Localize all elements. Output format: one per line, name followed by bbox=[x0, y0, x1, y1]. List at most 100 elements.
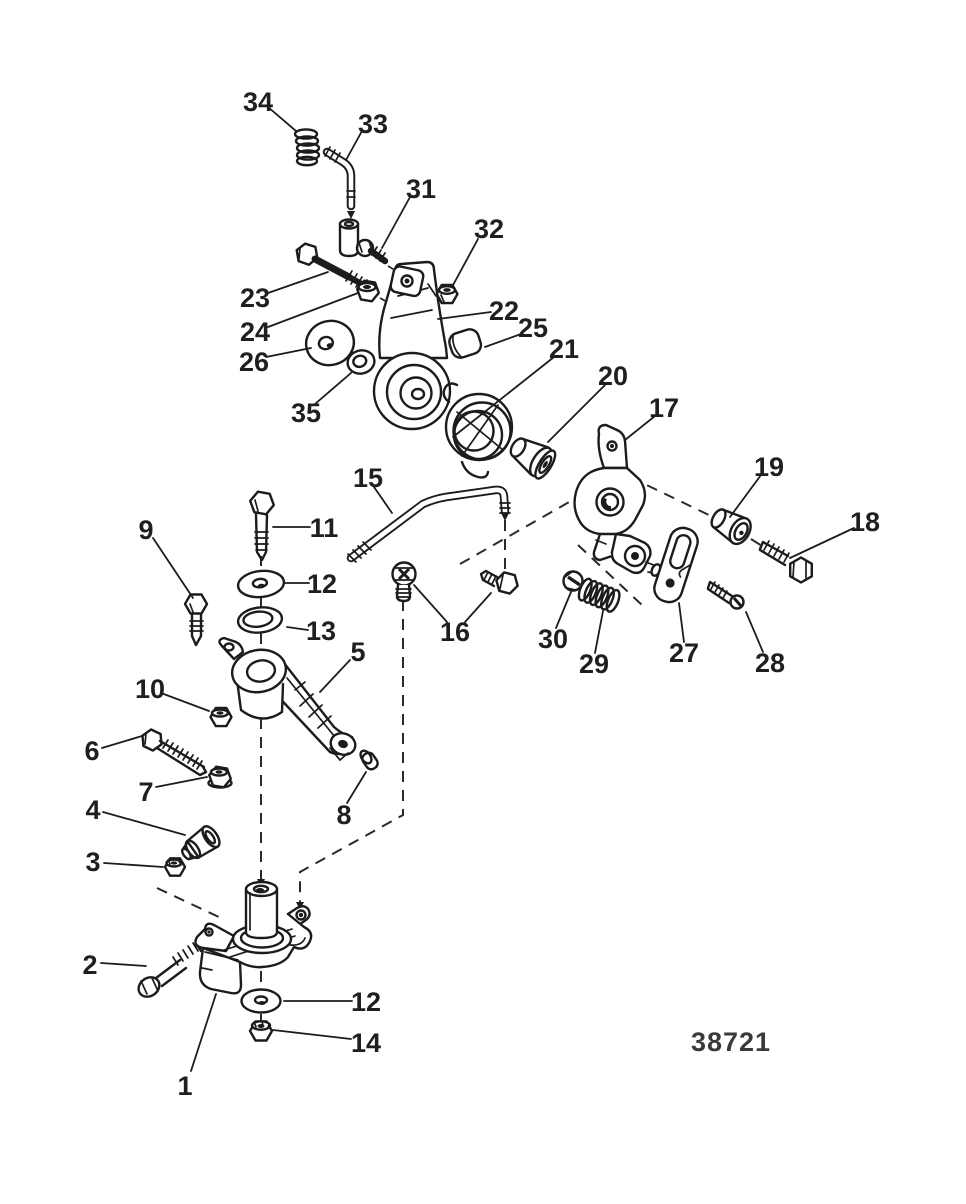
leader-line-24 bbox=[267, 292, 359, 328]
callout-15: 15 bbox=[353, 463, 383, 493]
leader-line-19 bbox=[729, 474, 762, 518]
part-17-cam-bracket bbox=[573, 423, 662, 577]
leader-line-27 bbox=[678, 602, 685, 643]
callout-5: 5 bbox=[350, 637, 365, 667]
leader-line-9 bbox=[152, 537, 194, 599]
part-12-washer-lower bbox=[240, 988, 282, 1014]
leader-line-31 bbox=[381, 196, 411, 249]
callout-13: 13 bbox=[306, 616, 336, 646]
callout-23: 23 bbox=[240, 283, 270, 313]
part-7-flange-nut bbox=[207, 765, 233, 789]
callout-27: 27 bbox=[669, 638, 699, 668]
part-1-anchor-bracket bbox=[194, 880, 313, 995]
callout-17: 17 bbox=[649, 393, 679, 423]
leader-line-14 bbox=[272, 1029, 352, 1040]
callout-21: 21 bbox=[549, 334, 579, 364]
callout-33: 33 bbox=[358, 109, 388, 139]
leader-line-1 bbox=[190, 993, 217, 1072]
callout-4: 4 bbox=[85, 795, 100, 825]
part-35-washer bbox=[346, 349, 376, 375]
leader-line-2 bbox=[100, 962, 147, 967]
callout-7: 7 bbox=[138, 777, 153, 807]
callout-10: 10 bbox=[135, 674, 165, 704]
leader-line-28 bbox=[745, 611, 764, 653]
part-29-spring bbox=[577, 577, 621, 613]
part-25-cap bbox=[448, 328, 483, 359]
callout-24: 24 bbox=[240, 317, 270, 347]
part-8-pin bbox=[359, 749, 379, 771]
part-6-bolt bbox=[141, 728, 208, 777]
leader-line-3 bbox=[103, 862, 164, 868]
callout-1: 1 bbox=[177, 1071, 192, 1101]
leader-line-16 bbox=[413, 584, 448, 623]
part-31-swivel-screw bbox=[338, 218, 389, 265]
leader-line-35 bbox=[314, 372, 352, 405]
callout-9: 9 bbox=[138, 515, 153, 545]
part-4-bushing bbox=[181, 825, 221, 861]
part-34-spring bbox=[293, 128, 321, 167]
leader-line-33 bbox=[345, 130, 363, 161]
callout-25: 25 bbox=[518, 313, 548, 343]
part-30-screw bbox=[562, 570, 584, 592]
callout-26: 26 bbox=[239, 347, 269, 377]
part-5-mount-arm bbox=[218, 636, 357, 762]
part-22-throttle-lever bbox=[372, 260, 452, 431]
part-21-torsion-spring bbox=[442, 382, 514, 479]
part-27-link bbox=[653, 526, 699, 604]
part-3-locknut bbox=[163, 857, 187, 877]
callout-3: 3 bbox=[85, 847, 100, 877]
callout-32: 32 bbox=[474, 214, 504, 244]
callout-12: 12 bbox=[351, 987, 381, 1017]
leader-line-30 bbox=[555, 591, 572, 629]
callout-22: 22 bbox=[489, 296, 519, 326]
callout-19: 19 bbox=[754, 452, 784, 482]
leader-line-8 bbox=[346, 771, 367, 804]
leader-line-22 bbox=[437, 311, 492, 320]
part-18-bolt bbox=[758, 540, 813, 584]
part-16-bolt-top bbox=[391, 561, 417, 603]
callout-28: 28 bbox=[755, 648, 785, 678]
part-32-nut bbox=[435, 283, 459, 305]
callout-35: 35 bbox=[291, 398, 321, 428]
leader-line-10 bbox=[160, 692, 210, 712]
part-11-bolt bbox=[248, 490, 275, 562]
leader-line-23 bbox=[267, 271, 329, 294]
leader-line-21 bbox=[452, 356, 555, 438]
callout-34: 34 bbox=[243, 87, 273, 117]
callout-20: 20 bbox=[598, 361, 628, 391]
leader-line-17 bbox=[624, 415, 656, 441]
leader-line-16 bbox=[464, 592, 492, 623]
callout-29: 29 bbox=[579, 649, 609, 679]
part-16-bolt-side bbox=[479, 569, 519, 595]
leader-line-32 bbox=[451, 238, 479, 288]
part-20-bushing bbox=[509, 437, 557, 480]
leader-lines bbox=[100, 106, 855, 1072]
part-28-screw bbox=[706, 580, 745, 610]
leader-line-13 bbox=[286, 626, 309, 631]
callout-11: 11 bbox=[310, 513, 339, 543]
leader-line-15 bbox=[373, 486, 393, 514]
leader-line-26 bbox=[265, 347, 312, 358]
part-19-barrel-sleeve bbox=[710, 508, 752, 546]
callout-8: 8 bbox=[336, 800, 351, 830]
callout-16: 16 bbox=[440, 617, 470, 647]
callout-2: 2 bbox=[82, 950, 97, 980]
axis-arrowhead bbox=[347, 211, 355, 219]
part-2-bolt bbox=[137, 942, 203, 998]
callout-18: 18 bbox=[850, 507, 880, 537]
leader-line-29 bbox=[594, 610, 604, 654]
leader-line-4 bbox=[102, 811, 186, 836]
part-12-washer-upper bbox=[236, 569, 286, 599]
part-13-retainer-ring bbox=[236, 606, 284, 634]
leader-line-5 bbox=[319, 659, 351, 693]
leader-line-20 bbox=[547, 384, 606, 443]
callout-6: 6 bbox=[84, 736, 99, 766]
callout-14: 14 bbox=[351, 1028, 381, 1058]
leader-line-34 bbox=[267, 106, 297, 132]
part-15-shift-rod bbox=[346, 485, 511, 563]
callout-12: 12 bbox=[307, 569, 337, 599]
part-14-locknut bbox=[248, 1020, 274, 1042]
